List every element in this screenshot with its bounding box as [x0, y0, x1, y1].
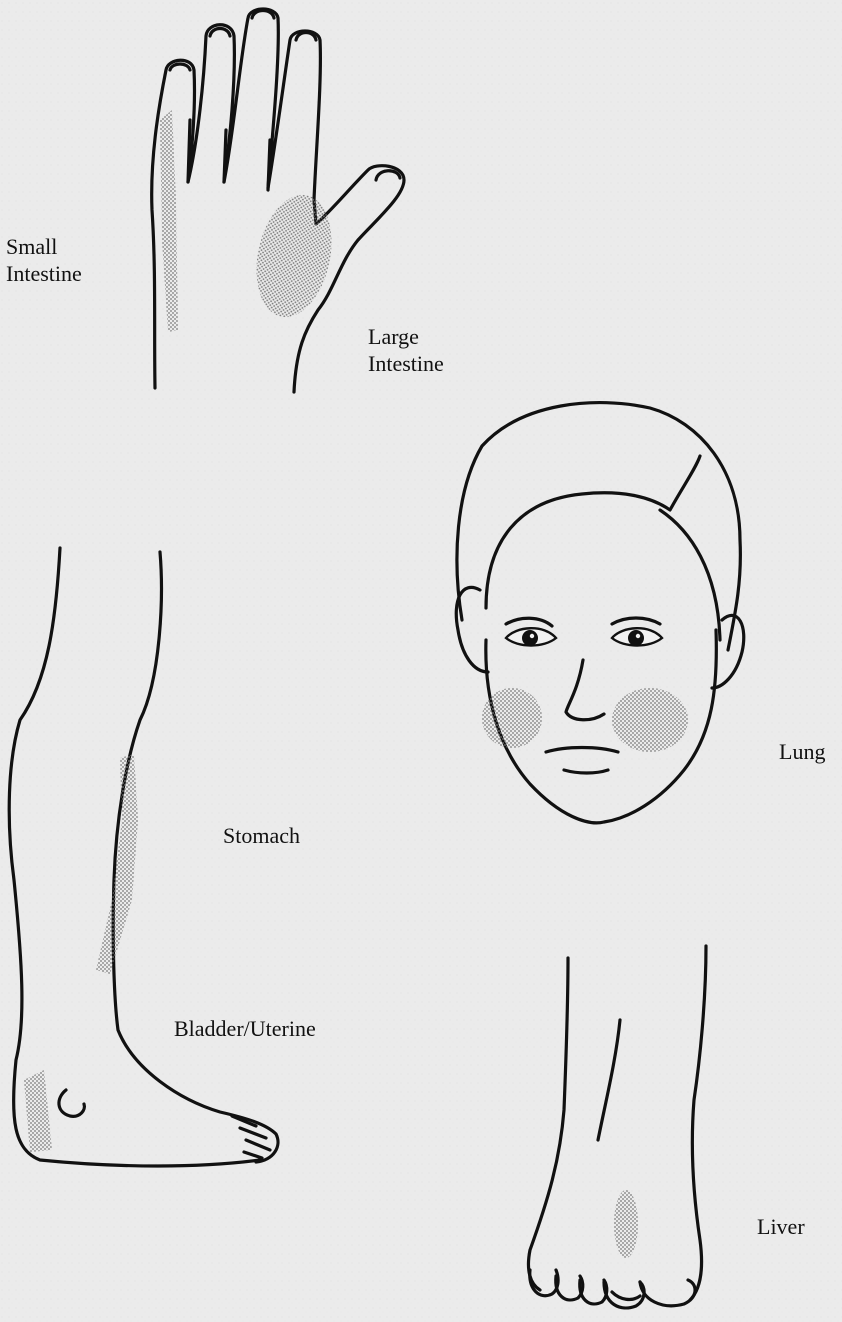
- label-liver: Liver: [757, 1213, 805, 1240]
- label-small-intestine-line1: Small: [6, 233, 82, 260]
- eye-left: [506, 628, 556, 646]
- label-large-intestine-line2: Intestine: [368, 350, 444, 377]
- eye-right: [612, 628, 662, 646]
- liver-zone: [614, 1190, 638, 1258]
- label-bladder-uterine: Bladder/Uterine: [174, 1015, 316, 1042]
- label-small-intestine-line2: Intestine: [6, 260, 82, 287]
- lung-zone-left-cheek: [482, 688, 542, 748]
- label-large-intestine: Large Intestine: [368, 323, 444, 377]
- label-large-intestine-line1: Large: [368, 323, 444, 350]
- label-stomach: Stomach: [223, 822, 300, 849]
- label-lung: Lung: [779, 738, 825, 765]
- lung-zone-right-cheek: [612, 688, 688, 752]
- label-small-intestine: Small Intestine: [6, 233, 82, 287]
